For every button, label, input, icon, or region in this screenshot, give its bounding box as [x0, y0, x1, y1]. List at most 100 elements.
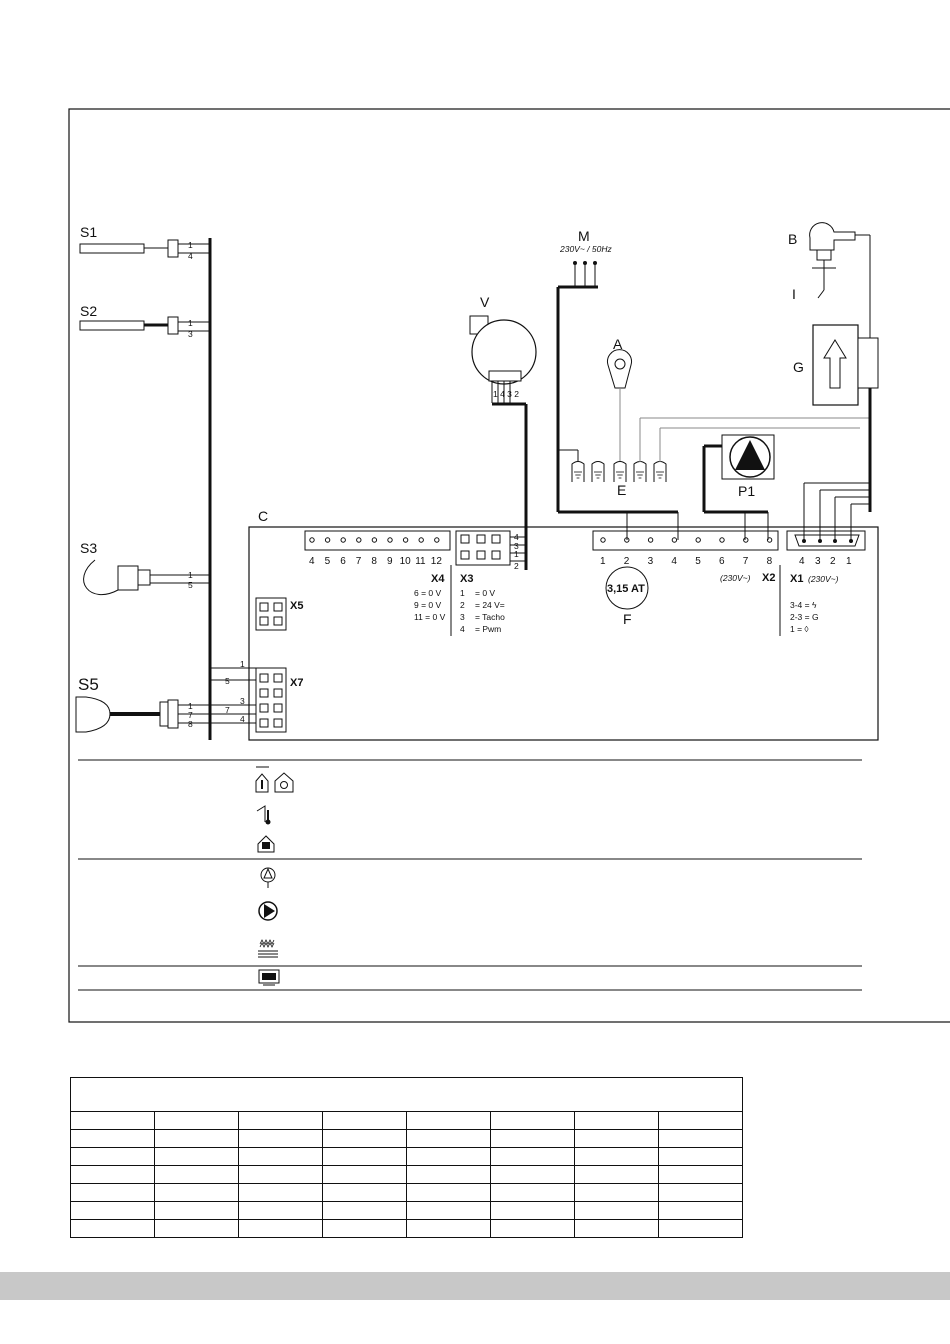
x2-pin-dot [695, 537, 701, 543]
x3-side-pin-3: 1 [514, 549, 519, 559]
table-cell [154, 1183, 239, 1202]
table-cell [154, 1165, 239, 1184]
x3-legend-num-4: 4 [460, 624, 465, 634]
s2-label: S2 [80, 303, 97, 319]
room-thermostat-icon [255, 766, 294, 793]
s3-pin-1: 1 [188, 570, 193, 580]
mains-m: M 230V~ / 50Hz [556, 228, 679, 540]
table-cell [71, 1112, 155, 1130]
table-cell [406, 1183, 491, 1202]
pump-label: P1 [738, 483, 755, 499]
legend-section [78, 759, 862, 991]
x7-wire-7: 7 [225, 705, 230, 715]
ignition-b: B I [788, 222, 871, 338]
table-cell [154, 1219, 239, 1237]
x2-pin-number: 6 [719, 556, 725, 567]
sensor-s2: S2 1 3 [79, 303, 210, 339]
table-cell [322, 1112, 407, 1130]
ignition-label: B [788, 231, 797, 247]
heating-icon [258, 939, 278, 958]
table-cell [490, 1165, 575, 1184]
x4-pin-dot [434, 537, 440, 543]
table-cell [406, 1129, 491, 1148]
x7-wire-5: 5 [225, 676, 230, 686]
x1-legend-2: 2-3 = G [790, 612, 819, 622]
table-cell [238, 1219, 323, 1237]
x4-pin-dot [356, 537, 362, 543]
pump-p1: P1 [702, 434, 775, 540]
x4-pin-number: 5 [325, 556, 331, 567]
table-cell [658, 1112, 742, 1130]
table-cell [574, 1147, 659, 1166]
x2-pin-dot [671, 537, 678, 543]
table-cell [238, 1147, 323, 1166]
table-row [71, 1129, 742, 1148]
fan-v: V 1 4 3 2 [469, 294, 537, 570]
table-cell [574, 1112, 659, 1130]
connector-x5: X5 [255, 597, 303, 631]
s5-pin-3: 8 [188, 719, 193, 729]
x1-pin-2: 2 [830, 556, 836, 567]
s5-pin-2: 7 [188, 710, 193, 720]
sensor-s3: S3 1 5 [80, 540, 210, 596]
x2-pin-number: 3 [648, 556, 654, 567]
x4-pin-number: 6 [340, 556, 346, 567]
table-row [71, 1219, 742, 1237]
table-cell [490, 1183, 575, 1202]
table-grid [71, 1112, 742, 1237]
board-label-c: C [258, 508, 268, 524]
table-cell [658, 1201, 742, 1220]
x4-pin-number: 10 [400, 556, 412, 567]
x7-wire-4: 4 [240, 714, 245, 724]
table-cell [658, 1129, 742, 1148]
x3-label: X3 [460, 573, 473, 585]
fan-label: V [480, 294, 490, 310]
s2-pin-2: 3 [188, 329, 193, 339]
x4-pin-dot [418, 537, 424, 543]
x3-legend-num-3: 3 [460, 612, 465, 622]
x2-voltage: (230V~) [720, 573, 751, 583]
table-cell [71, 1129, 155, 1148]
x3-side-pin-1: 4 [514, 532, 519, 542]
outdoor-sensor-icon [256, 805, 271, 825]
x4-legend-2: 9 = 0 V [414, 600, 442, 610]
table-cell [238, 1183, 323, 1202]
valve-label: G [793, 359, 804, 375]
x7-label: X7 [290, 677, 303, 689]
x2-pin-number: 7 [743, 556, 749, 567]
table-cell [154, 1201, 239, 1220]
x2-pin-number: 8 [767, 556, 773, 567]
x1-pin-3: 3 [815, 556, 821, 567]
electrode-a: A [607, 336, 632, 462]
x4-legend-1: 6 = 0 V [414, 588, 442, 598]
s5-label: S5 [78, 675, 99, 694]
table-cell [490, 1201, 575, 1220]
table-cell [406, 1201, 491, 1220]
s5-pin-1: 1 [188, 701, 193, 711]
table-cell [574, 1201, 659, 1220]
earth-strip-e [571, 461, 667, 482]
table-cell [574, 1183, 659, 1202]
x4-pin-number: 12 [431, 556, 443, 567]
table-cell [574, 1165, 659, 1184]
table-cell [238, 1129, 323, 1148]
table-cell [658, 1165, 742, 1184]
x3-legend-txt-1: = 0 V [475, 588, 495, 598]
x2-pin-dot [647, 537, 654, 543]
x4-label: X4 [431, 573, 445, 585]
gas-valve-g: G [793, 324, 879, 540]
s1-label: S1 [80, 224, 97, 240]
diagram-frame [68, 108, 950, 1023]
table-cell [71, 1183, 155, 1202]
x1-legend-1: 3-4 = ϟ [790, 600, 817, 610]
x4-pin-dot [340, 537, 346, 543]
table-cell [406, 1165, 491, 1184]
control-board [248, 526, 879, 741]
table-cell [406, 1147, 491, 1166]
data-table [70, 1077, 743, 1238]
table-cell [71, 1201, 155, 1220]
